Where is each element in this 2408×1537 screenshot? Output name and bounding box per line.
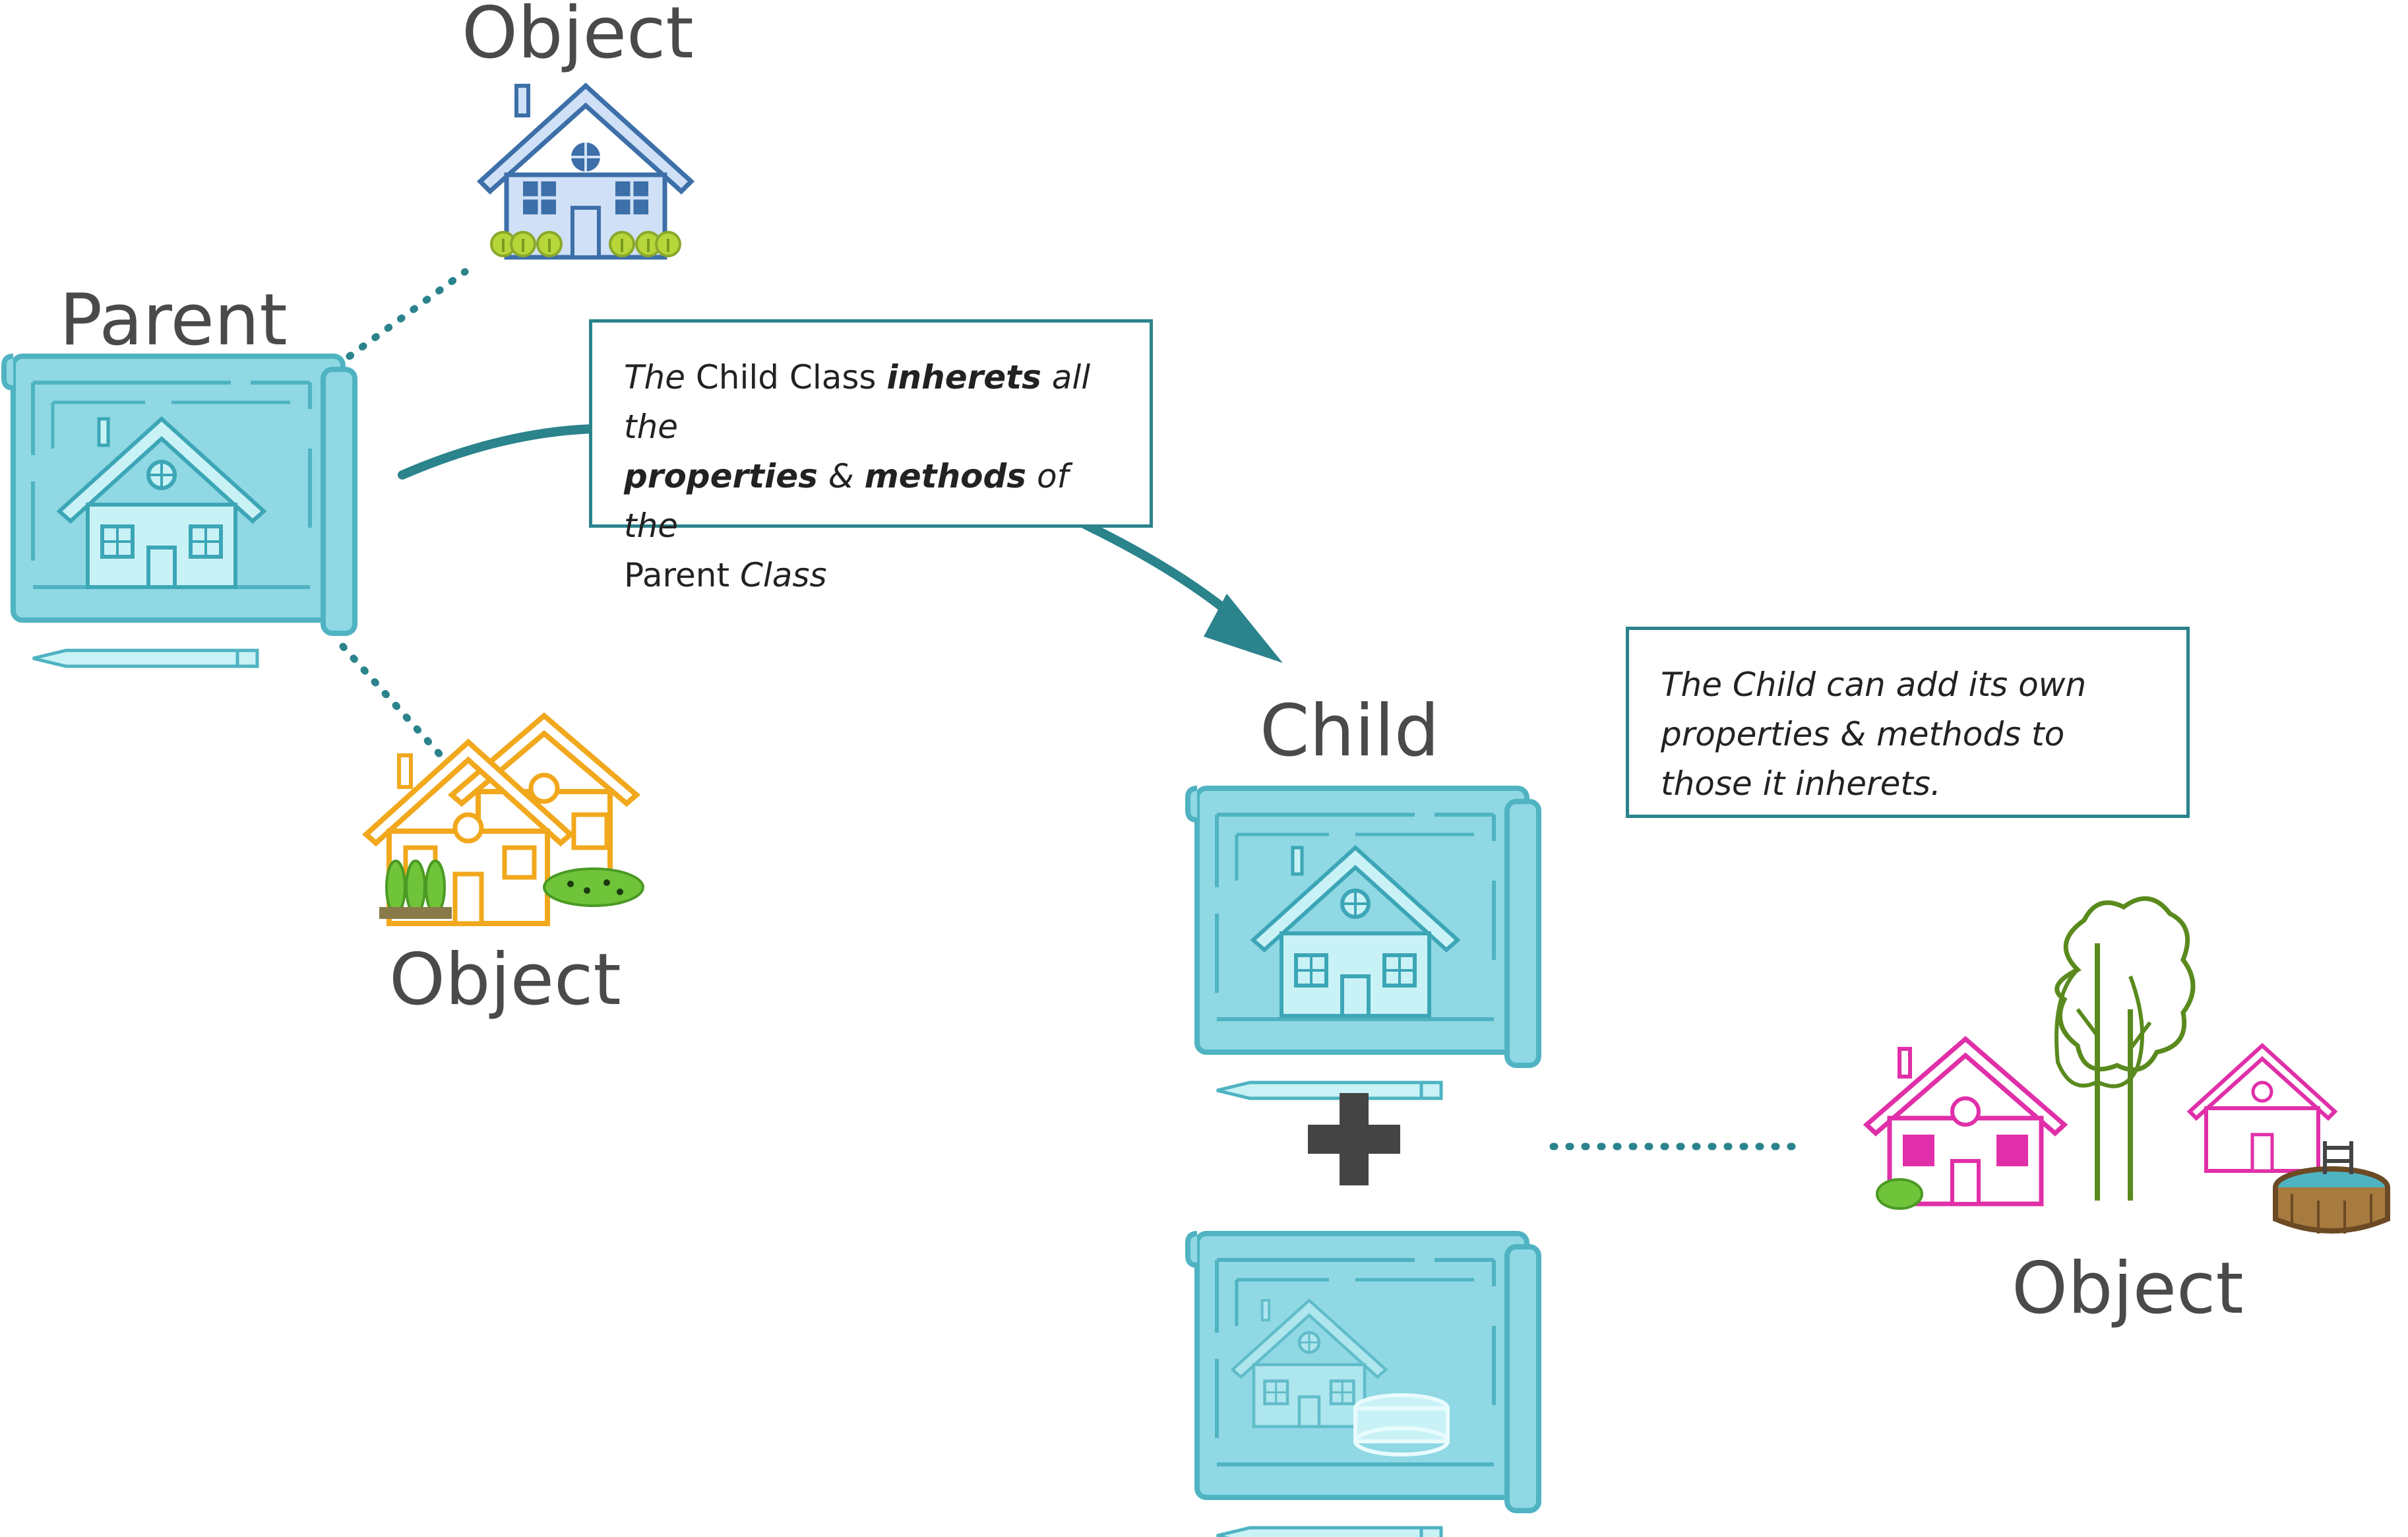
extension-blueprint-icon — [1188, 1234, 1539, 1537]
plus-icon — [1308, 1093, 1400, 1185]
tree-icon — [2054, 896, 2196, 1201]
pink-house-object-icon — [1863, 1036, 2068, 1210]
connector-parent-to-left-object — [339, 643, 445, 759]
note-extension: The Child can add its own properties & m… — [1626, 627, 2190, 818]
object-right-label: Object — [2012, 1247, 2244, 1330]
blue-house-object-icon — [476, 82, 695, 260]
object-top-label: Object — [462, 0, 694, 75]
inheritance-arrowhead — [1204, 594, 1283, 663]
orange-house-object-icon — [361, 712, 644, 926]
parent-label: Parent — [59, 279, 288, 361]
object-left-label: Object — [389, 939, 621, 1021]
note-inheritance: The Child Class inherets all the propert… — [589, 319, 1153, 594]
child-label: Child — [1260, 690, 1439, 772]
connector-parent-to-top-object — [346, 268, 469, 360]
small-pink-house-icon — [2186, 1042, 2338, 1173]
pool-sketch-icon — [1353, 1393, 1450, 1457]
child-blueprint-icon — [1188, 788, 1539, 1098]
pool-icon — [2273, 1141, 2390, 1234]
parent-blueprint-icon — [4, 356, 355, 666]
